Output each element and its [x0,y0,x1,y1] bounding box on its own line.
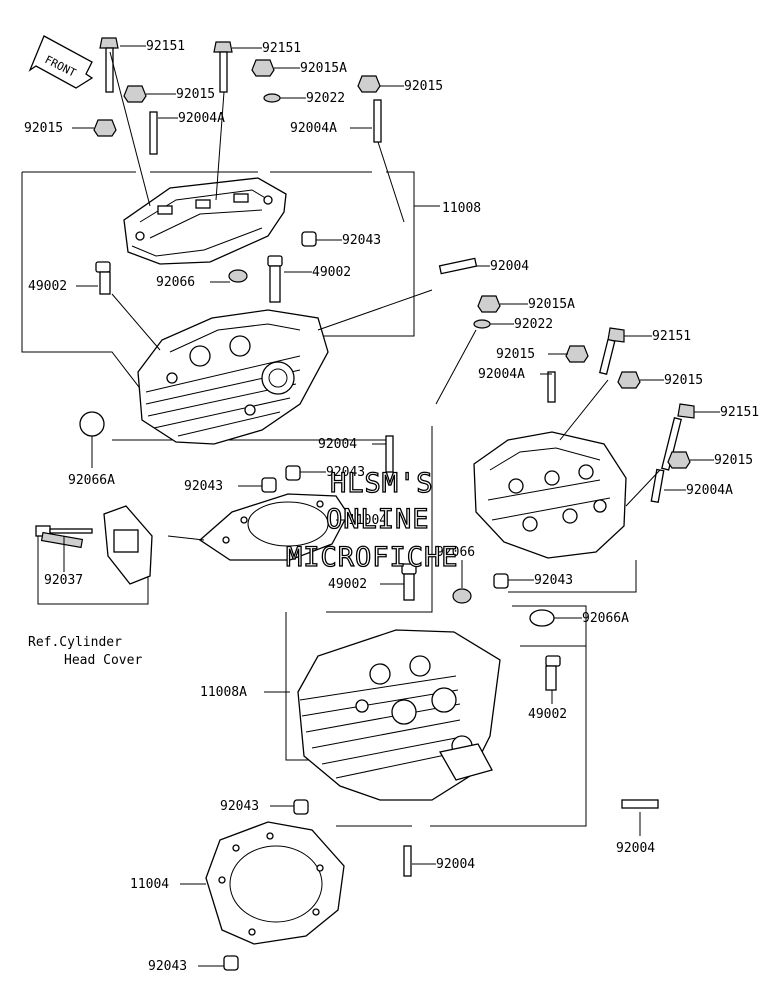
dowel-icon [223,955,239,971]
callout-front-bolt-1: 92151 [652,329,691,344]
nut-icon [251,59,275,77]
callout-rear-fitting-left: 49002 [28,279,67,294]
bolt-icon [99,37,119,93]
reference-line-2: Head Cover [64,653,142,668]
dowel-icon [285,465,301,481]
callout-front-nut-3: 92015 [714,453,753,468]
dowel-icon [493,573,509,589]
washer-icon [263,93,281,103]
dowel-icon [261,477,277,493]
callout-rear-bolt-2: 92151 [262,41,301,56]
callout-rear-plug: 92066 [156,275,195,290]
reference-note: Ref.Cylinder Head Cover [28,635,142,668]
callout-rear-nut-1: 92015 [176,87,215,102]
callout-front-stud-low: 92004 [436,857,475,872]
stud-icon [547,371,556,403]
callout-rear-dowel-2: 92043 [184,479,223,494]
fitting-icon [401,563,417,601]
watermark-line-2: ONLINE [326,504,430,535]
front-arrow-icon: FRONT [28,35,94,89]
callout-front-fitting-right: 49002 [528,707,567,722]
callout-rear-stud-a2: 92004A [290,121,337,136]
callout-rear-head-assy: 11008 [442,201,481,216]
screw-and-bracket [35,505,153,585]
stud-icon [373,99,382,143]
callout-front-washer: 92022 [514,317,553,332]
callout-rear-fitting-right: 49002 [312,265,351,280]
callout-rear-dowel-3: 92043 [326,465,365,480]
stud-icon [438,257,478,275]
callout-front-nut-a: 92015A [528,297,575,312]
callout-rear-bolt-1: 92151 [146,39,185,54]
rear-small-parts [79,37,478,493]
fitting-icon [95,261,111,295]
callout-front-dowel-2: 92043 [220,799,259,814]
callout-front-stud-a2: 92004A [686,483,733,498]
front-small-parts [223,295,695,971]
rear-head-gasket [198,493,349,561]
callout-rear-nut-2: 92015 [404,79,443,94]
washer-icon [473,319,491,329]
dowel-icon [301,231,317,247]
watermark-line-3: MICROFICHE [286,542,459,573]
bolt-icon [213,41,233,93]
nut-icon [667,451,691,469]
stud-icon [385,435,394,473]
watermark-line-1: HLSM'S [330,468,434,499]
plug-icon [228,269,248,283]
front-cylinder-head [297,629,501,801]
callout-labels: 92151 92151 92015A 92015 92015 92022 920… [24,39,759,974]
callout-rear-dowel: 92043 [342,233,381,248]
callout-front-head-assy: 11008A [200,685,247,700]
fitting-icon [545,655,561,691]
front-head-gasket [205,821,345,945]
callout-rear-stud-ex: 92004 [490,259,529,274]
front-group-frame [37,426,637,827]
callout-front-dowel: 92043 [534,573,573,588]
callout-rear-gasket: 11004 [348,513,387,528]
watermark: HLSM'S ONLINE MICROFICHE [285,467,459,573]
callout-front-nut-1: 92015 [496,347,535,362]
plug-icon [79,411,105,437]
nut-icon [123,85,147,103]
plug-icon [529,609,555,627]
callout-front-dowel-3: 92043 [148,959,187,974]
callout-front-fitting-left: 49002 [328,577,367,592]
stud-icon [650,468,665,504]
bolt-icon [598,327,625,375]
reference-line-1: Ref.Cylinder [28,635,122,650]
leader-lines [63,45,720,967]
dowel-icon [293,799,309,815]
nut-icon [93,119,117,137]
callout-front-stud-ex: 92004 [616,841,655,856]
callout-rear-nut-3: 92015 [24,121,63,136]
callout-screw: 92037 [44,573,83,588]
callout-rear-washer: 92022 [306,91,345,106]
stud-icon [403,845,412,877]
callout-rear-stud-a1: 92004A [178,111,225,126]
rear-cylinder-head [137,309,329,445]
callout-front-bolt-2: 92151 [720,405,759,420]
stud-icon [149,111,158,155]
bolt-icon [661,403,695,471]
callout-front-stud-a1: 92004A [478,367,525,382]
callout-rear-nut-a: 92015A [300,61,347,76]
nut-icon [565,345,589,363]
callout-rear-plug-a: 92066A [68,473,115,488]
callout-front-nut-2: 92015 [664,373,703,388]
fitting-icon [267,255,283,303]
callout-front-gasket: 11004 [130,877,169,892]
callout-front-plug-a: 92066A [582,611,629,626]
nut-icon [617,371,641,389]
callout-front-plug: 92066 [436,545,475,560]
front-head-cover [473,431,627,559]
plug-icon [452,588,472,604]
stud-icon [621,799,659,809]
nut-icon [357,75,381,93]
callout-rear-stud-low: 92004 [318,437,357,452]
rear-head-cover [123,177,287,265]
nut-icon [477,295,501,313]
